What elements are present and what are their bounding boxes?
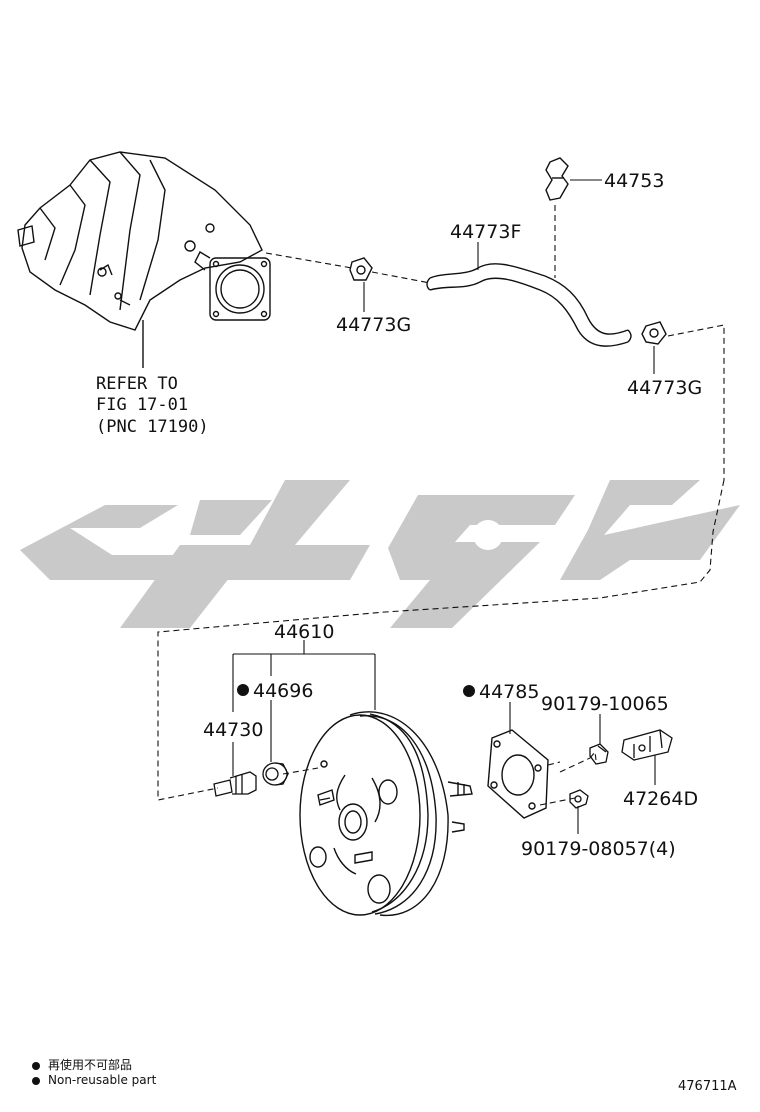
intake-manifold — [17, 151, 271, 368]
connection-lines — [157, 205, 725, 806]
leader-lines — [232, 179, 656, 834]
legend-english-text: Non-reusable part — [48, 1073, 157, 1087]
legend-dot-icon — [32, 1061, 40, 1070]
nut-90179-08057 — [569, 789, 589, 809]
label-44753: 44753 — [604, 170, 664, 192]
legend-dot-icon — [32, 1076, 40, 1085]
label-44730: 44730 — [203, 719, 263, 741]
clamp-44773G-lower — [641, 321, 667, 345]
watermark-logo — [20, 480, 740, 628]
grommet-44696 — [262, 762, 289, 786]
refer-note-line-3: (PNC 17190) — [96, 417, 209, 437]
label-44773G-upper: 44773G — [336, 314, 411, 336]
nut-90179-10065 — [589, 743, 609, 765]
label-44610: 44610 — [274, 621, 334, 643]
refer-note-line-1: REFER TO — [96, 374, 178, 394]
clamp-44773G-upper — [349, 257, 373, 281]
gasket-44785 — [487, 729, 549, 819]
hose-44773F — [426, 263, 632, 347]
label-44773F: 44773F — [450, 221, 521, 243]
clip-44753 — [545, 157, 569, 201]
clevis-47264D — [621, 729, 673, 761]
label-44785: 44785 — [479, 681, 539, 703]
label-47264D: 47264D — [623, 788, 698, 810]
check-valve-44730 — [213, 771, 257, 797]
non-reusable-dot-44696 — [237, 684, 249, 696]
label-90179-08057: 90179-08057(4) — [521, 838, 676, 860]
label-90179-10065: 90179-10065 — [541, 693, 669, 715]
figure-number: 476711A — [678, 1079, 737, 1094]
legend-japanese-text: 再使用不可部品 — [48, 1058, 133, 1072]
legend-japanese: 再使用不可部品 — [32, 1056, 132, 1073]
legend-english: Non-reusable part — [32, 1073, 156, 1087]
label-44773G-lower: 44773G — [627, 377, 702, 399]
brake-booster — [299, 711, 473, 917]
non-reusable-dot-44785 — [463, 685, 475, 697]
refer-note-line-2: FIG 17-01 — [96, 395, 188, 415]
label-44696: 44696 — [253, 680, 313, 702]
